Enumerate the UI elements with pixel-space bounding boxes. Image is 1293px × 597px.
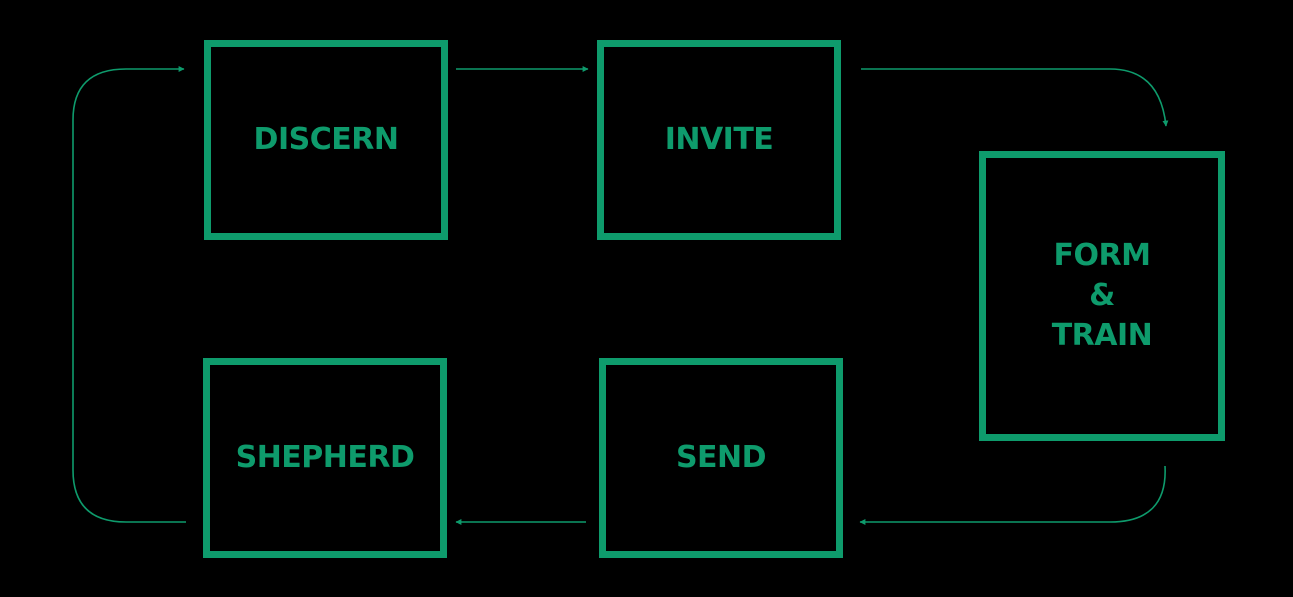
- edge-shepherd-to-discern: [72, 66, 186, 523]
- node-label-invite: INVITE: [664, 122, 774, 157]
- node-label-send: SEND: [675, 440, 767, 475]
- edge-form-train-to-send: [859, 465, 1166, 525]
- node-send: SEND: [599, 358, 843, 558]
- node-label-shepherd: SHEPHERD: [235, 440, 415, 475]
- node-label-form-train: FORM & TRAIN: [1051, 238, 1153, 353]
- edge-invite-to-form-train: [861, 68, 1169, 127]
- node-discern: DISCERN: [204, 40, 448, 240]
- node-shepherd: SHEPHERD: [203, 358, 447, 558]
- node-label-discern: DISCERN: [253, 122, 399, 157]
- node-form-train: FORM & TRAIN: [979, 151, 1225, 441]
- node-invite: INVITE: [597, 40, 841, 240]
